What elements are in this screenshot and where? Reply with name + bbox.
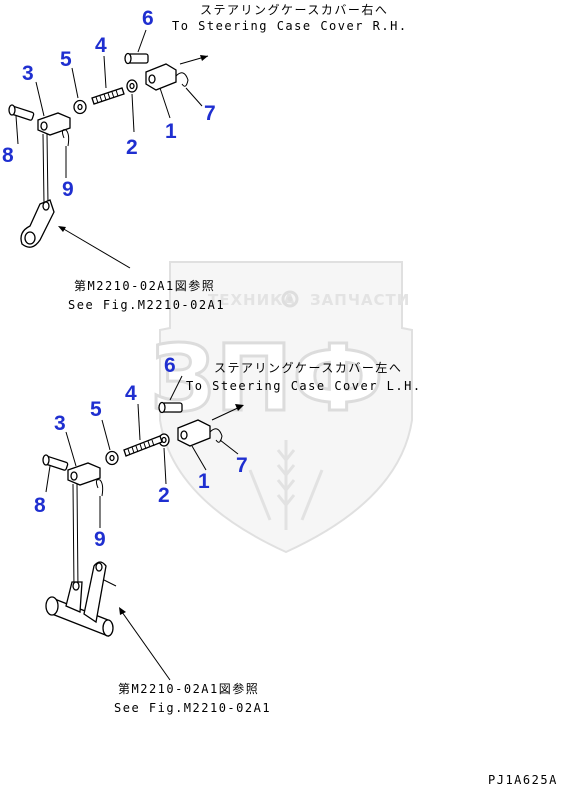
upper-callout-7: 7	[204, 102, 216, 125]
upper-part-3-block	[37, 112, 71, 136]
lower-callout-5: 5	[90, 398, 102, 421]
upper-part-9-cotter	[61, 129, 70, 147]
watermark: ТЕХНИКА ЗАПЧАСТИ ЗПФ	[149, 261, 413, 554]
lower-callout-1: 1	[198, 470, 210, 493]
lower-destination-en: To Steering Case Cover L.H.	[186, 379, 422, 393]
wheat-icon	[248, 440, 324, 530]
lower-callout-8: 8	[34, 494, 46, 517]
lower-reference-leader	[121, 611, 171, 681]
upper-part-7-cotter	[175, 72, 189, 87]
upper-callout-5: 5	[60, 48, 72, 71]
upper-link-rod	[42, 133, 49, 205]
gear-icon	[281, 290, 299, 308]
upper-callout-4: 4	[95, 34, 107, 57]
upper-part-6-pin	[124, 52, 149, 65]
upper-callout-1: 1	[165, 120, 177, 143]
watermark-monogram: ЗПФ	[150, 325, 384, 432]
lower-callout-4: 4	[125, 382, 137, 405]
lower-callout-9: 9	[94, 528, 106, 551]
upper-part-2-nut	[126, 79, 138, 93]
upper-part-5-nut	[73, 99, 87, 115]
lower-part-1-clevis	[177, 419, 211, 447]
lower-callout-7: 7	[236, 454, 248, 477]
upper-callout-3: 3	[22, 62, 34, 85]
lower-part-4-rod	[123, 435, 163, 457]
upper-reference-jp: 第M2210-02A1図参照	[74, 278, 215, 293]
watermark-brand-right: ЗАПЧАСТИ	[310, 291, 410, 309]
drawing-code: PJ1A625A	[488, 773, 558, 787]
lower-part-7-cotter	[209, 428, 223, 443]
upper-reference-en: See Fig.M2210-02A1	[68, 298, 225, 312]
upper-callout-9: 9	[62, 178, 74, 201]
upper-destination-jp: ステアリングケースカバー右へ	[200, 2, 388, 17]
upper-lever-arm	[20, 199, 55, 248]
upper-part-4-rod	[91, 87, 125, 105]
upper-callout-8: 8	[2, 144, 14, 167]
lower-part-6-pin	[158, 401, 183, 414]
lower-assembly: ステアリングケースカバー左へ To Steering Case Cover L.…	[34, 354, 422, 715]
watermark-brand-left: ТЕХНИКА	[208, 291, 296, 309]
watermark-shield	[159, 261, 413, 554]
lower-part-5-nut	[105, 450, 119, 466]
lower-cross-shaft	[45, 561, 117, 637]
upper-direction-arrow	[179, 55, 209, 65]
lower-part-8-pin	[42, 454, 69, 471]
lower-destination-jp: ステアリングケースカバー左へ	[214, 360, 402, 375]
lower-link-rod	[72, 483, 79, 591]
upper-reference-leader	[61, 227, 131, 269]
upper-assembly: ステアリングケースカバー右へ To Steering Case Cover R.…	[2, 2, 408, 312]
lower-reference-jp: 第M2210-02A1図参照	[118, 681, 259, 696]
upper-callout-2: 2	[126, 136, 138, 159]
lower-callout-2: 2	[158, 484, 170, 507]
lower-reference-en: See Fig.M2210-02A1	[114, 701, 271, 715]
lower-direction-arrow	[211, 404, 244, 421]
lower-callout-6: 6	[164, 354, 176, 377]
lower-callout-3: 3	[54, 412, 66, 435]
upper-part-1-clevis	[145, 63, 177, 91]
lower-part-3-block	[67, 462, 101, 486]
upper-destination-en: To Steering Case Cover R.H.	[172, 19, 408, 33]
upper-callout-6: 6	[142, 7, 154, 30]
lower-part-9-cotter	[95, 479, 104, 497]
upper-part-8-pin	[8, 104, 35, 121]
